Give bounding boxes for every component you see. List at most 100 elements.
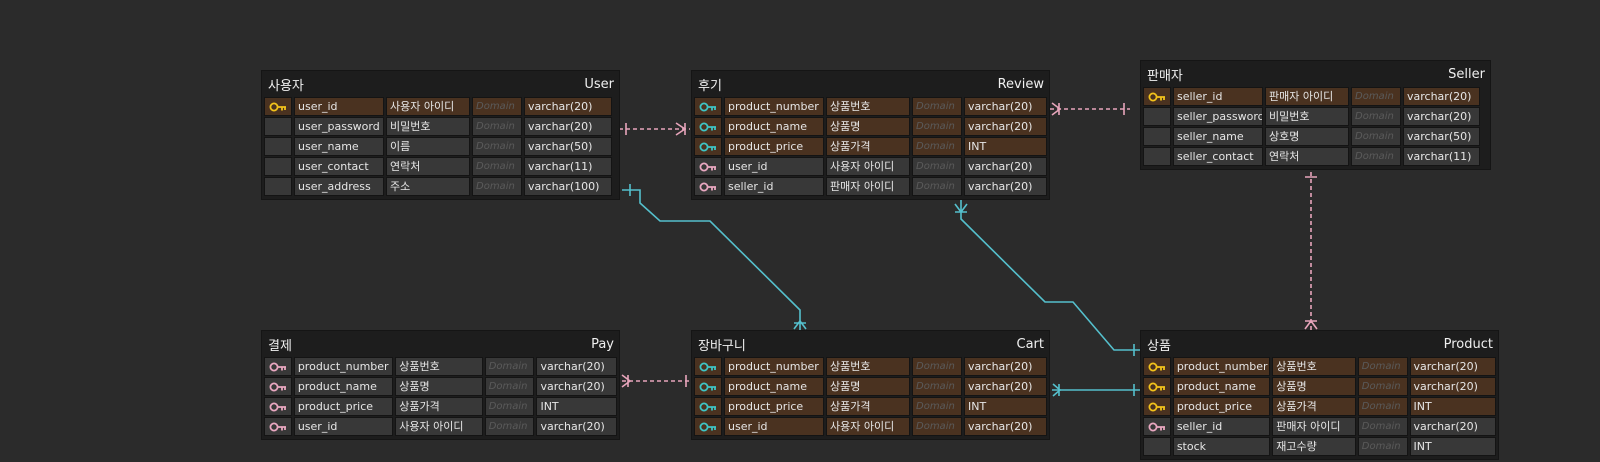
column-name: seller_id [1173, 87, 1263, 106]
column-type: varchar(50) [1403, 127, 1480, 146]
column-type: INT [964, 397, 1047, 416]
teal-key-icon [694, 377, 722, 396]
column-label: 사용자 아이디 [395, 417, 483, 436]
column-label: 연락처 [1265, 147, 1349, 166]
column-domain: Domain [472, 177, 522, 196]
column-type: varchar(100) [524, 177, 612, 196]
empty-key-cell [1143, 147, 1171, 166]
column-name: seller_name [1173, 127, 1263, 146]
column-name: product_number [724, 97, 824, 116]
column-name: product_price [724, 137, 824, 156]
column-name: user_contact [294, 157, 384, 176]
yellow-key-icon [1143, 357, 1171, 376]
pink-key-icon [694, 157, 722, 176]
column-label: 사용자 아이디 [826, 157, 910, 176]
column-type: varchar(50) [524, 137, 612, 156]
column-domain: Domain [1357, 357, 1408, 376]
column-name: product_name [724, 117, 824, 136]
column-name: product_name [293, 377, 394, 396]
column-label: 판매자 아이디 [1272, 417, 1356, 436]
empty-key-cell [1143, 437, 1171, 456]
column-type: INT [964, 137, 1047, 156]
teal-key-icon [694, 117, 722, 136]
column-name: user_id [724, 417, 824, 436]
column-domain: Domain [472, 117, 522, 136]
pink-key-icon [694, 177, 722, 196]
column-type: INT [1409, 397, 1496, 416]
column-name: user_id [294, 97, 384, 116]
column-domain: Domain [472, 97, 522, 116]
column-label: 상품번호 [826, 357, 910, 376]
column-type: varchar(20) [964, 117, 1047, 136]
column-type: varchar(11) [1403, 147, 1480, 166]
empty-key-cell [264, 117, 292, 136]
column-type: INT [1409, 437, 1496, 456]
column-domain: Domain [1357, 437, 1408, 456]
column-name: product_number [1172, 357, 1271, 376]
pink-key-icon [264, 397, 292, 416]
column-label: 상품명 [826, 377, 910, 396]
column-name: seller_id [1172, 417, 1271, 436]
column-name: seller_id [724, 177, 824, 196]
teal-key-icon [694, 417, 722, 436]
table-title-korean: 판매자 [1147, 68, 1183, 84]
column-label: 사용자 아이디 [386, 97, 470, 116]
yellow-key-icon [1143, 377, 1171, 396]
teal-key-icon [694, 397, 722, 416]
table-title-korean: 후기 [698, 78, 722, 94]
column-label: 재고수량 [1272, 437, 1356, 456]
column-type: varchar(20) [1403, 107, 1480, 126]
column-label: 상품명 [826, 117, 910, 136]
column-label: 상품번호 [1272, 357, 1356, 376]
column-type: varchar(20) [964, 157, 1047, 176]
column-domain: Domain [484, 357, 535, 376]
column-label: 사용자 아이디 [826, 417, 910, 436]
teal-key-icon [694, 97, 722, 116]
empty-key-cell [264, 157, 292, 176]
table-title-english: Cart [1016, 336, 1045, 352]
column-label: 주소 [386, 177, 470, 196]
column-name: product_name [724, 377, 824, 396]
pink-key-icon [1143, 417, 1171, 436]
column-name: user_id [724, 157, 824, 176]
pink-key-icon [264, 377, 292, 396]
column-domain: Domain [912, 157, 962, 176]
